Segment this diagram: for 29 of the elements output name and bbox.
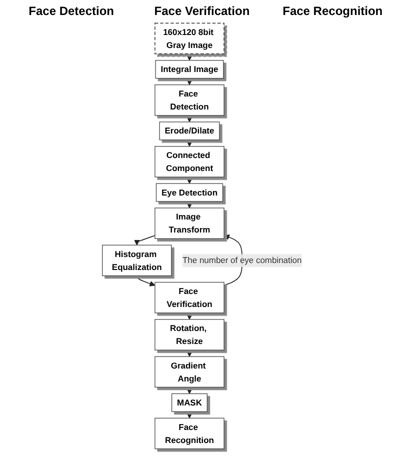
node-box: Rotation, Resize <box>154 319 224 350</box>
arrow <box>186 78 192 86</box>
node-box: Face Recognition <box>154 418 224 450</box>
node-box: Face Detection <box>154 84 224 116</box>
node-box: Connected Component <box>154 146 224 178</box>
node-box: Face Verification <box>154 282 224 314</box>
node-box: MASK <box>171 393 208 412</box>
arrow <box>186 139 192 147</box>
arrow <box>186 176 192 184</box>
arrow <box>186 115 192 122</box>
arrow <box>186 53 192 61</box>
arrow <box>186 350 192 357</box>
column-heading: Face Recognition <box>282 4 384 18</box>
node-box: Eye Detection <box>156 183 224 202</box>
node-box: Integral Image <box>155 60 224 79</box>
arrow <box>186 312 192 320</box>
node-box: Histogram Equalization <box>102 244 172 276</box>
arrow <box>186 386 192 394</box>
column-heading: Face Verification <box>153 4 251 18</box>
node-box: Image Transform <box>154 208 224 239</box>
arrow <box>136 275 156 286</box>
arrow <box>134 235 156 246</box>
arrow <box>186 201 192 208</box>
node-box: 160x120 8bit Gray Image <box>154 22 224 54</box>
node-box: Gradient Angle <box>154 356 224 388</box>
edge-label: The number of eye combination <box>182 255 302 266</box>
arrow <box>186 411 192 418</box>
node-box: Erode/Dilate <box>159 122 220 140</box>
column-heading: Face Detection <box>28 4 115 18</box>
